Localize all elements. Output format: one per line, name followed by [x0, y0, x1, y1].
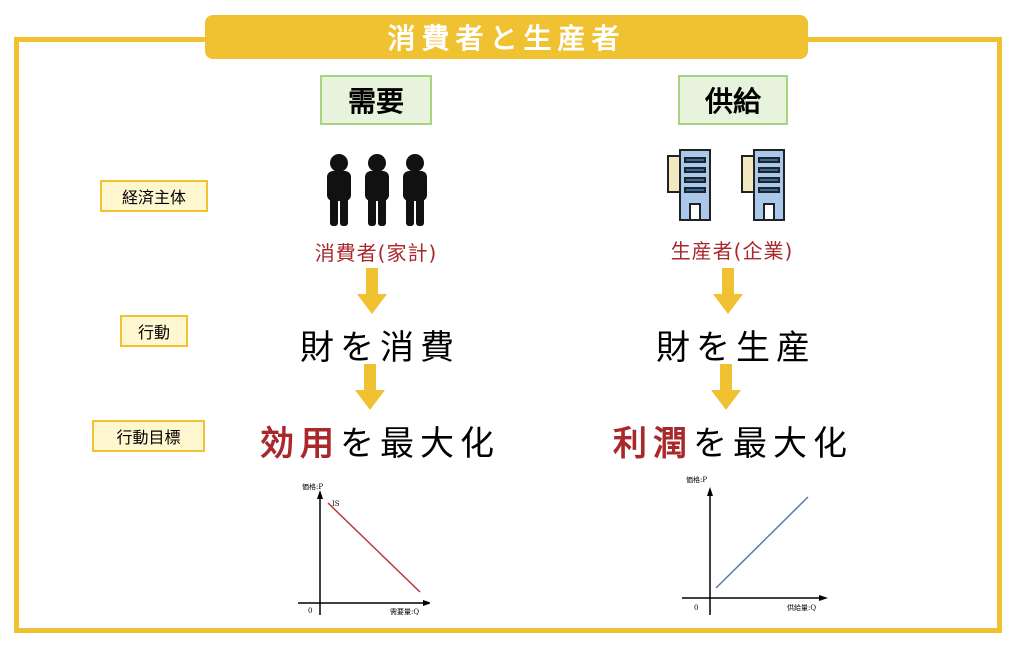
consumer-label: 消費者(家計)	[314, 241, 438, 265]
goal-rest: を最大化	[340, 424, 500, 464]
supply-curve	[715, 496, 809, 589]
producer-label: 生産者(企業)	[670, 239, 794, 263]
down-arrow-icon	[713, 268, 743, 314]
x-axis-label: 供給量:Q	[787, 603, 816, 612]
y-axis-label: 価格:P	[302, 482, 323, 491]
demand-curve	[327, 502, 421, 593]
demand-header: 需要	[320, 75, 432, 125]
demand-chart: 価格:P IS 0 需要量:Q	[298, 482, 430, 616]
down-arrow-icon	[711, 364, 741, 410]
down-arrow-icon	[357, 268, 387, 314]
buildings-icon	[667, 149, 785, 221]
profit-highlight: 利潤	[613, 424, 693, 464]
row-label-goal: 行動目標	[92, 420, 205, 452]
x-axis-arrow	[423, 600, 430, 606]
y-axis-arrow	[707, 487, 713, 496]
x-axis-label: 需要量:Q	[390, 608, 419, 616]
utility-highlight: 効用	[260, 424, 340, 464]
down-arrow-icon	[355, 364, 385, 410]
maximize-profit-text: 利潤を最大化	[553, 416, 913, 465]
curve-label: IS	[332, 500, 340, 508]
produce-goods-text: 財を生産	[656, 328, 816, 368]
y-axis-arrow	[317, 490, 323, 499]
row-label-action: 行動	[120, 315, 188, 347]
supply-header: 供給	[678, 75, 788, 125]
maximize-utility-text: 効用を最大化	[200, 416, 560, 465]
consume-goods-text: 財を消費	[300, 328, 460, 368]
origin-label: 0	[308, 607, 312, 615]
people-icon	[327, 154, 427, 226]
page-title: 消費者と生産者	[205, 15, 808, 59]
goal-rest: を最大化	[693, 424, 853, 464]
row-label-economic-agent: 経済主体	[100, 180, 208, 212]
y-axis-label: 価格:P	[686, 475, 707, 484]
x-axis-arrow	[819, 595, 828, 601]
supply-chart: 価格:P 0 供給量:Q	[682, 475, 828, 615]
origin-label: 0	[694, 604, 698, 612]
